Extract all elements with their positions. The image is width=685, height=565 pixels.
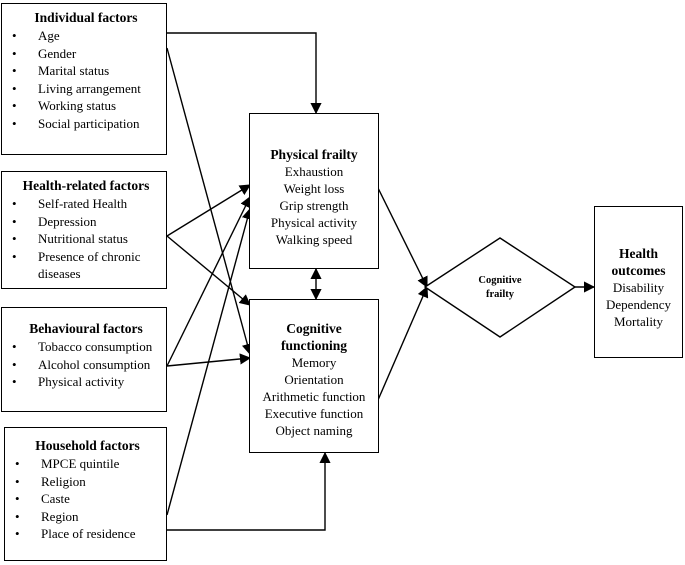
list-item: Exhaustion — [284, 164, 344, 179]
list-item: Grip strength — [279, 198, 349, 213]
list-item: •Working status — [12, 98, 117, 113]
list-item: •Gender — [12, 45, 77, 61]
list-item: •Nutritional status — [12, 231, 128, 246]
household-factors-box: Household factors •MPCE quintile •Religi… — [4, 427, 167, 561]
list-item: •Self-rated Health — [12, 196, 128, 211]
list-item: •Region — [15, 508, 79, 524]
physical-frailty-box: Physical frailty Exhaustion Weight loss … — [249, 113, 379, 269]
list-item: Mortality — [613, 314, 664, 329]
health-related-factors-box: Health-related factors •Self-rated Healt… — [1, 171, 167, 289]
list-item: Orientation — [284, 372, 344, 387]
list-item: •Religion — [15, 473, 86, 489]
list-item: Walking speed — [275, 232, 353, 247]
list-item: Disability — [612, 280, 665, 295]
list-item: •MPCE quintile — [15, 456, 120, 471]
household-factors-title: Household factors — [35, 438, 140, 453]
cognitive-frailty-label: Cognitive frailty — [478, 275, 522, 300]
list-item: Executive function — [264, 406, 364, 421]
list-item: Physical activity — [270, 215, 358, 230]
list-item: Memory — [291, 355, 337, 370]
arrow-cognitive-to-frailty — [377, 285, 429, 401]
list-item: •Physical activity — [12, 374, 125, 389]
cognitive-functioning-title-line2: functioning — [280, 338, 348, 353]
arrow-health-to-physical — [166, 184, 251, 237]
list-item: diseases — [38, 266, 81, 281]
health-outcomes-box: Health outcomes Disability Dependency Mo… — [594, 206, 683, 358]
list-item: Dependency — [606, 297, 671, 312]
health-outcomes-title-line1: Health — [619, 246, 658, 261]
behavioural-factors-title: Behavioural factors — [29, 321, 143, 336]
individual-factors-title: Individual factors — [34, 10, 138, 25]
cognitive-functioning-title-line1: Cognitive — [286, 321, 342, 336]
arrow-individual-to-cognitive — [166, 47, 253, 356]
list-item: •Presence of chronic — [12, 248, 141, 264]
list-item: •Tobacco consumption — [12, 339, 153, 354]
list-item: •Alcohol consumption — [12, 356, 151, 372]
cognitive-functioning-box: Cognitive functioning Memory Orientation… — [249, 299, 379, 453]
list-item: Arithmetic function — [262, 389, 366, 404]
arrow-health-to-cognitive — [166, 235, 251, 306]
arrow-household-to-physical — [166, 207, 253, 516]
list-item: •Living arrangement — [12, 80, 141, 96]
health-related-factors-title: Health-related factors — [22, 178, 150, 193]
arrow-behavioural-to-physical — [166, 195, 251, 367]
arrow-individual-to-physical — [167, 32, 322, 115]
list-item: Object naming — [275, 423, 353, 438]
list-item: •Age — [12, 28, 60, 43]
arrow-household-to-cognitive — [167, 451, 331, 531]
list-item: •Place of residence — [15, 526, 136, 541]
list-item: •Marital status — [12, 63, 110, 78]
list-item: •Social participation — [12, 115, 140, 131]
list-item: •Depression — [12, 213, 97, 229]
cognitive-frailty-diamond — [423, 237, 577, 338]
list-item: •Caste — [15, 491, 70, 506]
arrow-physical-to-frailty — [377, 187, 428, 289]
physical-frailty-title: Physical frailty — [270, 147, 358, 162]
list-item: Weight loss — [283, 181, 345, 196]
behavioural-factors-box: Behavioural factors •Tobacco consumption… — [1, 307, 167, 412]
health-outcomes-title-line2: outcomes — [611, 263, 666, 278]
individual-factors-box: Individual factors •Age •Gender •Marital… — [1, 3, 167, 155]
